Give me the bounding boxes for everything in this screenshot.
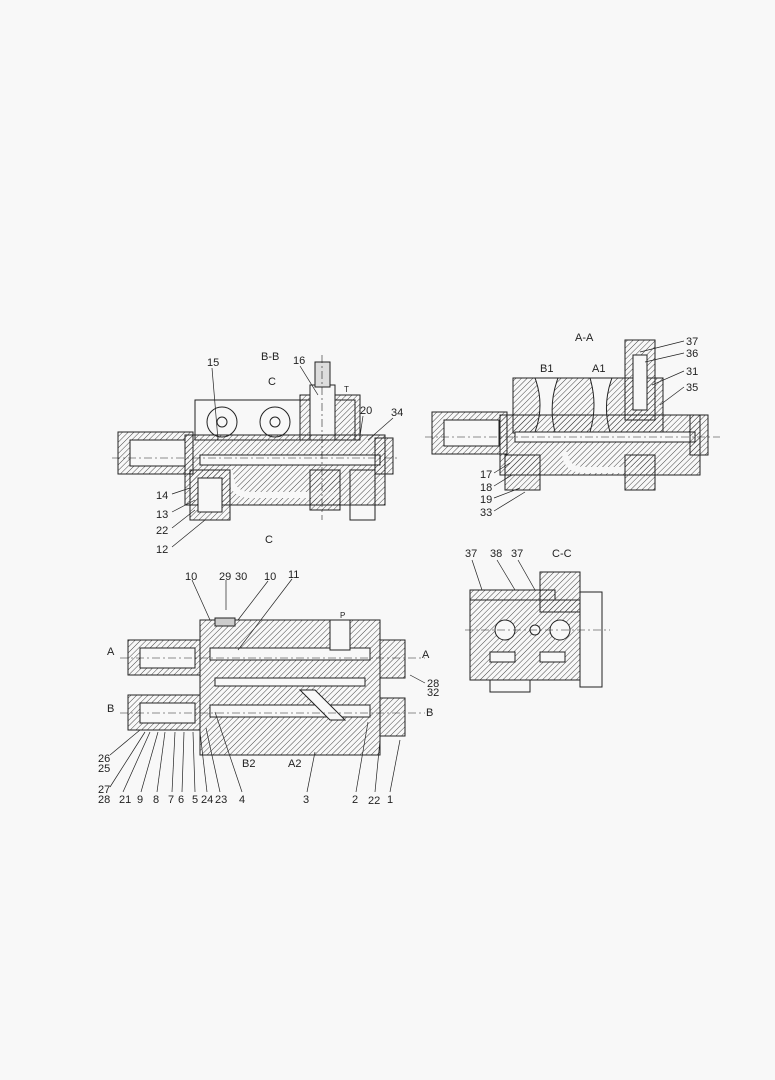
callout-31: 31 (686, 366, 698, 378)
callout-23: 23 (215, 794, 227, 806)
callout-14: 14 (156, 490, 168, 502)
section-mark-b-left: B (107, 703, 114, 715)
callout-3: 3 (303, 794, 309, 806)
callout-12: 12 (156, 544, 168, 556)
port-t-label: T (344, 385, 349, 394)
callout-32: 32 (427, 687, 439, 699)
port-a2: A2 (288, 758, 301, 770)
section-mark-c-bottom: C (265, 534, 273, 546)
callout-19: 19 (480, 494, 492, 506)
section-mark-a-right: A (422, 649, 430, 661)
callout-18: 18 (480, 482, 492, 494)
callout-30: 30 (235, 571, 247, 583)
view-bb (112, 355, 400, 521)
main-callouts (109, 578, 426, 793)
callout-35: 35 (686, 382, 698, 394)
callout-9: 9 (137, 794, 143, 806)
callout-22-bottom: 22 (368, 795, 380, 807)
callout-2: 2 (352, 794, 358, 806)
callout-27: 27 (98, 784, 110, 796)
callout-34: 34 (391, 407, 403, 419)
callout-8: 8 (153, 794, 159, 806)
callout-5: 5 (192, 794, 198, 806)
callout-22: 22 (156, 525, 168, 537)
view-cc (465, 571, 610, 693)
callout-10-left: 10 (185, 571, 197, 583)
section-mark-a-left: A (107, 646, 115, 658)
callout-37: 37 (686, 336, 698, 348)
callout-38: 38 (490, 548, 502, 560)
callout-17: 17 (480, 469, 492, 481)
cc-callouts (471, 559, 536, 591)
view-cc-title: C-C (552, 548, 572, 560)
callout-37-cc-left: 37 (465, 548, 477, 560)
section-mark-c-top: C (268, 376, 276, 388)
port-b1: B1 (540, 363, 553, 375)
callout-13: 13 (156, 509, 168, 521)
port-p-label: P (340, 611, 345, 620)
callout-24: 24 (201, 794, 213, 806)
callout-6: 6 (178, 794, 184, 806)
callout-7: 7 (168, 794, 174, 806)
callout-28-right: 28 (427, 678, 439, 690)
section-mark-b-right: B (426, 707, 433, 719)
callout-36: 36 (686, 348, 698, 360)
callout-15: 15 (207, 357, 219, 369)
callout-25: 25 (98, 763, 110, 775)
bb-callouts (171, 365, 394, 548)
aa-callouts (493, 340, 685, 512)
callout-33: 33 (480, 507, 492, 519)
callout-10-right: 10 (264, 571, 276, 583)
callout-21: 21 (119, 794, 131, 806)
callout-20: 20 (360, 405, 372, 417)
callout-1: 1 (387, 794, 393, 806)
callout-28-bottom: 28 (98, 794, 110, 806)
callout-29: 29 (219, 571, 231, 583)
port-b2: B2 (242, 758, 255, 770)
callout-16: 16 (293, 355, 305, 367)
view-main (120, 617, 425, 756)
view-aa-title: A-A (575, 332, 594, 344)
view-bb-title: B-B (261, 351, 279, 363)
callout-4: 4 (239, 794, 245, 806)
view-aa (425, 339, 720, 491)
callout-37-cc-right: 37 (511, 548, 523, 560)
callout-26: 26 (98, 753, 110, 765)
callout-11: 11 (288, 569, 299, 581)
port-a1: A1 (592, 363, 605, 375)
